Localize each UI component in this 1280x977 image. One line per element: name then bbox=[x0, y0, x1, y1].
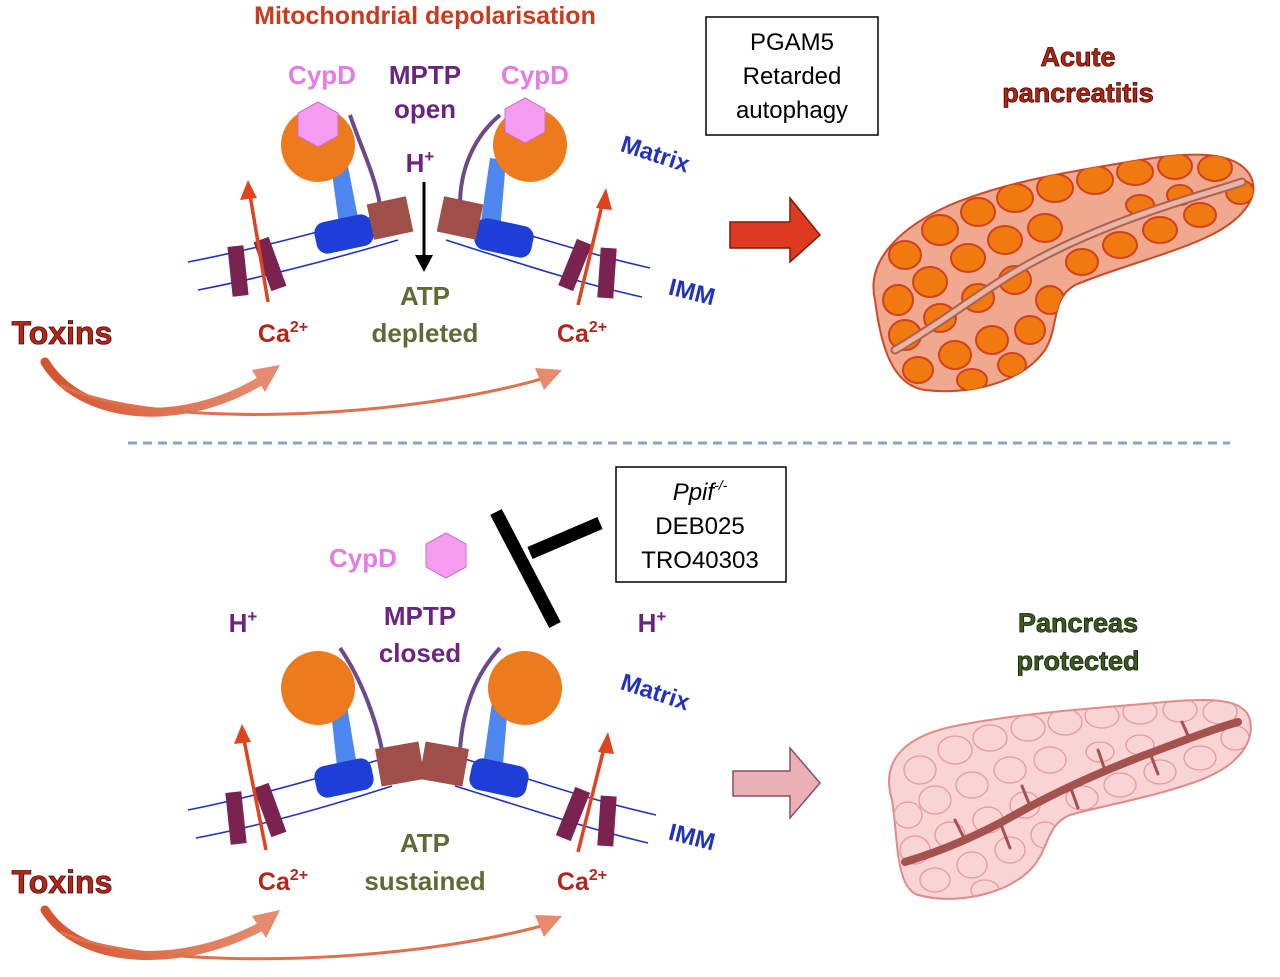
cypd-hexagon-icon bbox=[297, 101, 339, 148]
toxins-label: Toxins bbox=[12, 864, 113, 900]
atp-label: ATP bbox=[400, 828, 450, 858]
top-panel: Mitochondrial depolarisation bbox=[11, 2, 1255, 417]
outcome-label: Pancreas bbox=[1018, 608, 1138, 638]
matrix-label: Matrix bbox=[617, 131, 693, 179]
box-line-2: Retarded bbox=[743, 63, 842, 90]
outcome-label-2: pancreatitis bbox=[1002, 78, 1154, 108]
mptp-state: closed bbox=[379, 638, 461, 668]
cypd-label: CypD bbox=[329, 543, 397, 573]
calcium-label-right: Ca2+ bbox=[557, 319, 607, 348]
down-arrow-icon bbox=[415, 255, 433, 272]
mptp-label: MPTP bbox=[384, 601, 456, 631]
top-right-atp-synthase bbox=[436, 97, 567, 258]
top-title: Mitochondrial depolarisation bbox=[254, 2, 596, 30]
imm-label: IMM bbox=[666, 819, 718, 856]
up-arrow-icon bbox=[240, 180, 257, 200]
outcome-label: Acute bbox=[1040, 42, 1115, 72]
inhibition-icon bbox=[490, 508, 603, 629]
inhibitor-line-3: TRO40303 bbox=[641, 547, 758, 574]
top-factor-box bbox=[705, 16, 879, 136]
box-line-1: PGAM5 bbox=[750, 29, 834, 56]
inhibitor-line-2: DEB025 bbox=[655, 513, 744, 540]
up-arrow-icon bbox=[234, 724, 251, 744]
matrix-label: Matrix bbox=[617, 669, 693, 717]
outcome-label-2: protected bbox=[1016, 646, 1139, 676]
proton-label-right: H+ bbox=[638, 607, 667, 638]
toxins-label: Toxins bbox=[12, 315, 113, 351]
cypd-hexagon-icon bbox=[504, 97, 546, 144]
up-arrow-icon bbox=[598, 732, 614, 754]
inhibitor-box bbox=[615, 466, 787, 583]
inhibitor-line-1: Ppif-/- bbox=[673, 477, 728, 506]
bottom-left-atp-synthase bbox=[281, 646, 425, 798]
top-right-ion-channel bbox=[558, 188, 617, 306]
outcome-arrow-icon bbox=[729, 195, 822, 264]
atp-state: depleted bbox=[372, 318, 479, 348]
bottom-right-ion-channel bbox=[555, 732, 617, 853]
mptp-label: MPTP bbox=[389, 60, 461, 90]
atp-state: sustained bbox=[364, 866, 485, 896]
bottom-toxin-arrows bbox=[40, 905, 562, 961]
imm-label: IMM bbox=[666, 274, 718, 311]
bottom-left-ion-channel bbox=[225, 724, 287, 851]
proton-label: H+ bbox=[406, 147, 435, 178]
top-left-atp-synthase bbox=[281, 101, 414, 254]
inflamed-pancreas bbox=[872, 153, 1255, 393]
cypd-label-left: CypD bbox=[288, 60, 356, 90]
up-arrow-icon bbox=[596, 188, 612, 210]
calcium-label-left: Ca2+ bbox=[258, 319, 308, 348]
calcium-label-left: Ca2+ bbox=[258, 867, 308, 896]
box-line-3: autophagy bbox=[736, 97, 848, 124]
top-toxin-arrows bbox=[40, 357, 562, 417]
cypd-label-right: CypD bbox=[501, 60, 569, 90]
healthy-pancreas bbox=[888, 698, 1252, 900]
outcome-arrow-icon bbox=[732, 745, 821, 821]
top-left-ion-channel bbox=[227, 180, 287, 303]
calcium-label-right: Ca2+ bbox=[557, 867, 607, 896]
bottom-panel: CypD MPTP closed H+ H+ ATP sustained Mat… bbox=[11, 466, 1252, 961]
atp-label: ATP bbox=[400, 281, 450, 311]
proton-label-left: H+ bbox=[229, 607, 258, 638]
mptp-state: open bbox=[394, 94, 456, 124]
cypd-hexagon-icon bbox=[425, 532, 467, 579]
bottom-right-atp-synthase bbox=[419, 646, 562, 798]
